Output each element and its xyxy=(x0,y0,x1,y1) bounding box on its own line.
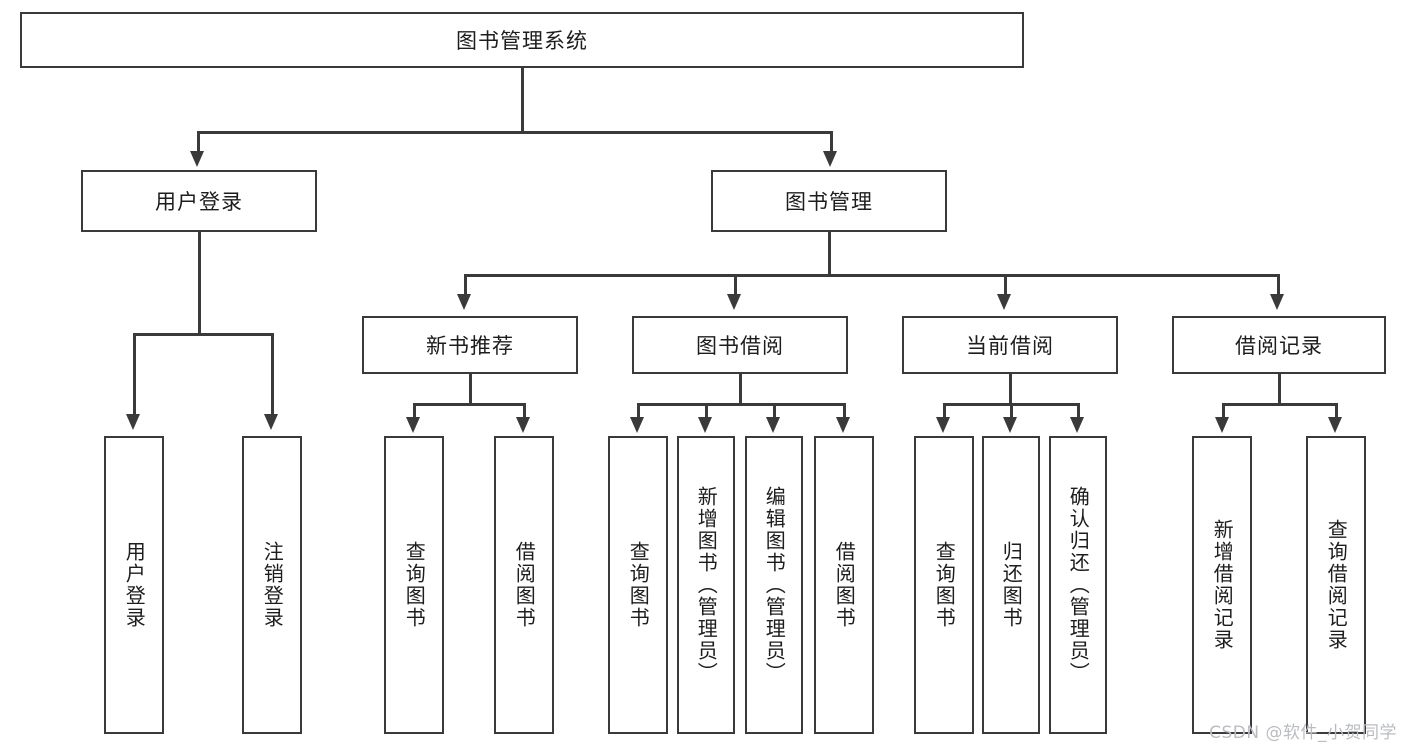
leaf-add-borrow-record-label: 新增借阅记录 xyxy=(1210,519,1235,651)
connector-root-drop-2 xyxy=(830,131,833,153)
connector-nbr-stem xyxy=(469,374,472,406)
connector-bm-drop-1 xyxy=(464,274,467,296)
connector-bb-drop-4 xyxy=(843,403,846,419)
watermark: CSDN @软件_小贺同学 xyxy=(1209,723,1397,743)
leaf-confirm-return-label: 确认归还（管理员） xyxy=(1066,486,1091,684)
node-new-book-recommend-label: 新书推荐 xyxy=(426,334,514,358)
connector-bm-drop-3 xyxy=(1004,274,1007,296)
node-borrow-record-label: 借阅记录 xyxy=(1235,334,1323,358)
node-book-borrow[interactable]: 图书借阅 xyxy=(632,316,848,374)
connector-bb-bus xyxy=(637,403,845,406)
connector-root-stem xyxy=(521,68,524,132)
arrow-to-borrow-record xyxy=(1270,294,1284,310)
leaf-edit-book-label: 编辑图书（管理员） xyxy=(762,486,787,684)
node-user-login[interactable]: 用户登录 xyxy=(81,170,317,232)
connector-bm-drop-2 xyxy=(734,274,737,296)
arrow-to-leaf-edit-book xyxy=(766,417,780,433)
connector-br-bus xyxy=(1222,403,1337,406)
leaf-edit-book[interactable]: 编辑图书（管理员） xyxy=(745,436,803,734)
arrow-to-leaf-query-book-2 xyxy=(630,417,644,433)
leaf-borrow-book-2-label: 借阅图书 xyxy=(832,541,857,629)
connector-root-drop-1 xyxy=(197,131,200,153)
arrow-to-leaf-query-book-3 xyxy=(936,417,950,433)
leaf-add-book[interactable]: 新增图书（管理员） xyxy=(677,436,735,734)
connector-cb-drop-2 xyxy=(1010,403,1013,419)
connector-nbr-drop-1 xyxy=(413,403,416,419)
leaf-add-borrow-record[interactable]: 新增借阅记录 xyxy=(1192,436,1252,734)
arrow-to-leaf-user-login xyxy=(126,414,140,430)
node-book-borrow-label: 图书借阅 xyxy=(696,334,784,358)
node-current-borrow[interactable]: 当前借阅 xyxy=(902,316,1118,374)
arrow-to-current-borrow xyxy=(997,294,1011,310)
arrow-to-leaf-confirm-return xyxy=(1070,417,1084,433)
arrow-to-leaf-add-book xyxy=(698,417,712,433)
connector-book-management-bus xyxy=(464,274,1280,277)
connector-br-drop-2 xyxy=(1335,403,1338,419)
leaf-return-book[interactable]: 归还图书 xyxy=(982,436,1040,734)
connector-bb-stem xyxy=(739,374,742,406)
leaf-add-book-label: 新增图书（管理员） xyxy=(694,486,719,684)
leaf-query-book-2[interactable]: 查询图书 xyxy=(608,436,668,734)
leaf-logout[interactable]: 注销登录 xyxy=(242,436,302,734)
node-book-management-label: 图书管理 xyxy=(785,190,873,214)
connector-bb-drop-3 xyxy=(773,403,776,419)
leaf-user-login[interactable]: 用户登录 xyxy=(104,436,164,734)
node-root-label: 图书管理系统 xyxy=(456,29,588,53)
arrow-to-leaf-logout xyxy=(264,414,278,430)
connector-user-login-bus xyxy=(133,333,273,336)
leaf-query-book-3-label: 查询图书 xyxy=(932,541,957,629)
arrow-to-leaf-borrow-book-1 xyxy=(516,417,530,433)
leaf-query-book-1[interactable]: 查询图书 xyxy=(384,436,444,734)
node-new-book-recommend[interactable]: 新书推荐 xyxy=(362,316,578,374)
arrow-to-leaf-add-borrow-record xyxy=(1215,417,1229,433)
connector-cb-drop-1 xyxy=(943,403,946,419)
arrow-to-leaf-query-book-1 xyxy=(406,417,420,433)
leaf-query-borrow-record-label: 查询借阅记录 xyxy=(1324,519,1349,651)
connector-cb-drop-3 xyxy=(1077,403,1080,419)
leaf-confirm-return[interactable]: 确认归还（管理员） xyxy=(1049,436,1107,734)
leaf-borrow-book-2[interactable]: 借阅图书 xyxy=(814,436,874,734)
node-user-login-label: 用户登录 xyxy=(155,190,243,214)
connector-bb-drop-2 xyxy=(705,403,708,419)
node-borrow-record[interactable]: 借阅记录 xyxy=(1172,316,1386,374)
connector-root-bus xyxy=(197,131,833,134)
node-book-management[interactable]: 图书管理 xyxy=(711,170,947,232)
arrow-to-leaf-borrow-book-2 xyxy=(836,417,850,433)
connector-user-login-drop-1 xyxy=(133,333,136,416)
leaf-query-book-1-label: 查询图书 xyxy=(402,541,427,629)
leaf-return-book-label: 归还图书 xyxy=(999,541,1024,629)
connector-br-stem xyxy=(1278,374,1281,406)
leaf-query-borrow-record[interactable]: 查询借阅记录 xyxy=(1306,436,1366,734)
arrow-to-book-management xyxy=(823,151,837,167)
arrow-to-leaf-query-borrow-record xyxy=(1328,417,1342,433)
arrow-to-leaf-return-book xyxy=(1003,417,1017,433)
connector-nbr-drop-2 xyxy=(523,403,526,419)
arrow-to-new-book-recommend xyxy=(457,294,471,310)
leaf-query-book-2-label: 查询图书 xyxy=(626,541,651,629)
connector-user-login-stem xyxy=(198,232,201,335)
connector-nbr-bus xyxy=(413,403,525,406)
leaf-user-login-label: 用户登录 xyxy=(122,541,147,629)
leaf-query-book-3[interactable]: 查询图书 xyxy=(914,436,974,734)
leaf-borrow-book-1[interactable]: 借阅图书 xyxy=(494,436,554,734)
node-root[interactable]: 图书管理系统 xyxy=(20,12,1024,68)
connector-bb-drop-1 xyxy=(637,403,640,419)
connector-book-management-stem xyxy=(828,232,831,276)
node-current-borrow-label: 当前借阅 xyxy=(966,334,1054,358)
connector-br-drop-1 xyxy=(1222,403,1225,419)
connector-user-login-drop-2 xyxy=(271,333,274,416)
arrow-to-user-login xyxy=(190,151,204,167)
connector-bm-drop-4 xyxy=(1277,274,1280,296)
connector-cb-stem xyxy=(1009,374,1012,406)
arrow-to-book-borrow xyxy=(727,294,741,310)
leaf-borrow-book-1-label: 借阅图书 xyxy=(512,541,537,629)
leaf-logout-label: 注销登录 xyxy=(260,541,285,629)
